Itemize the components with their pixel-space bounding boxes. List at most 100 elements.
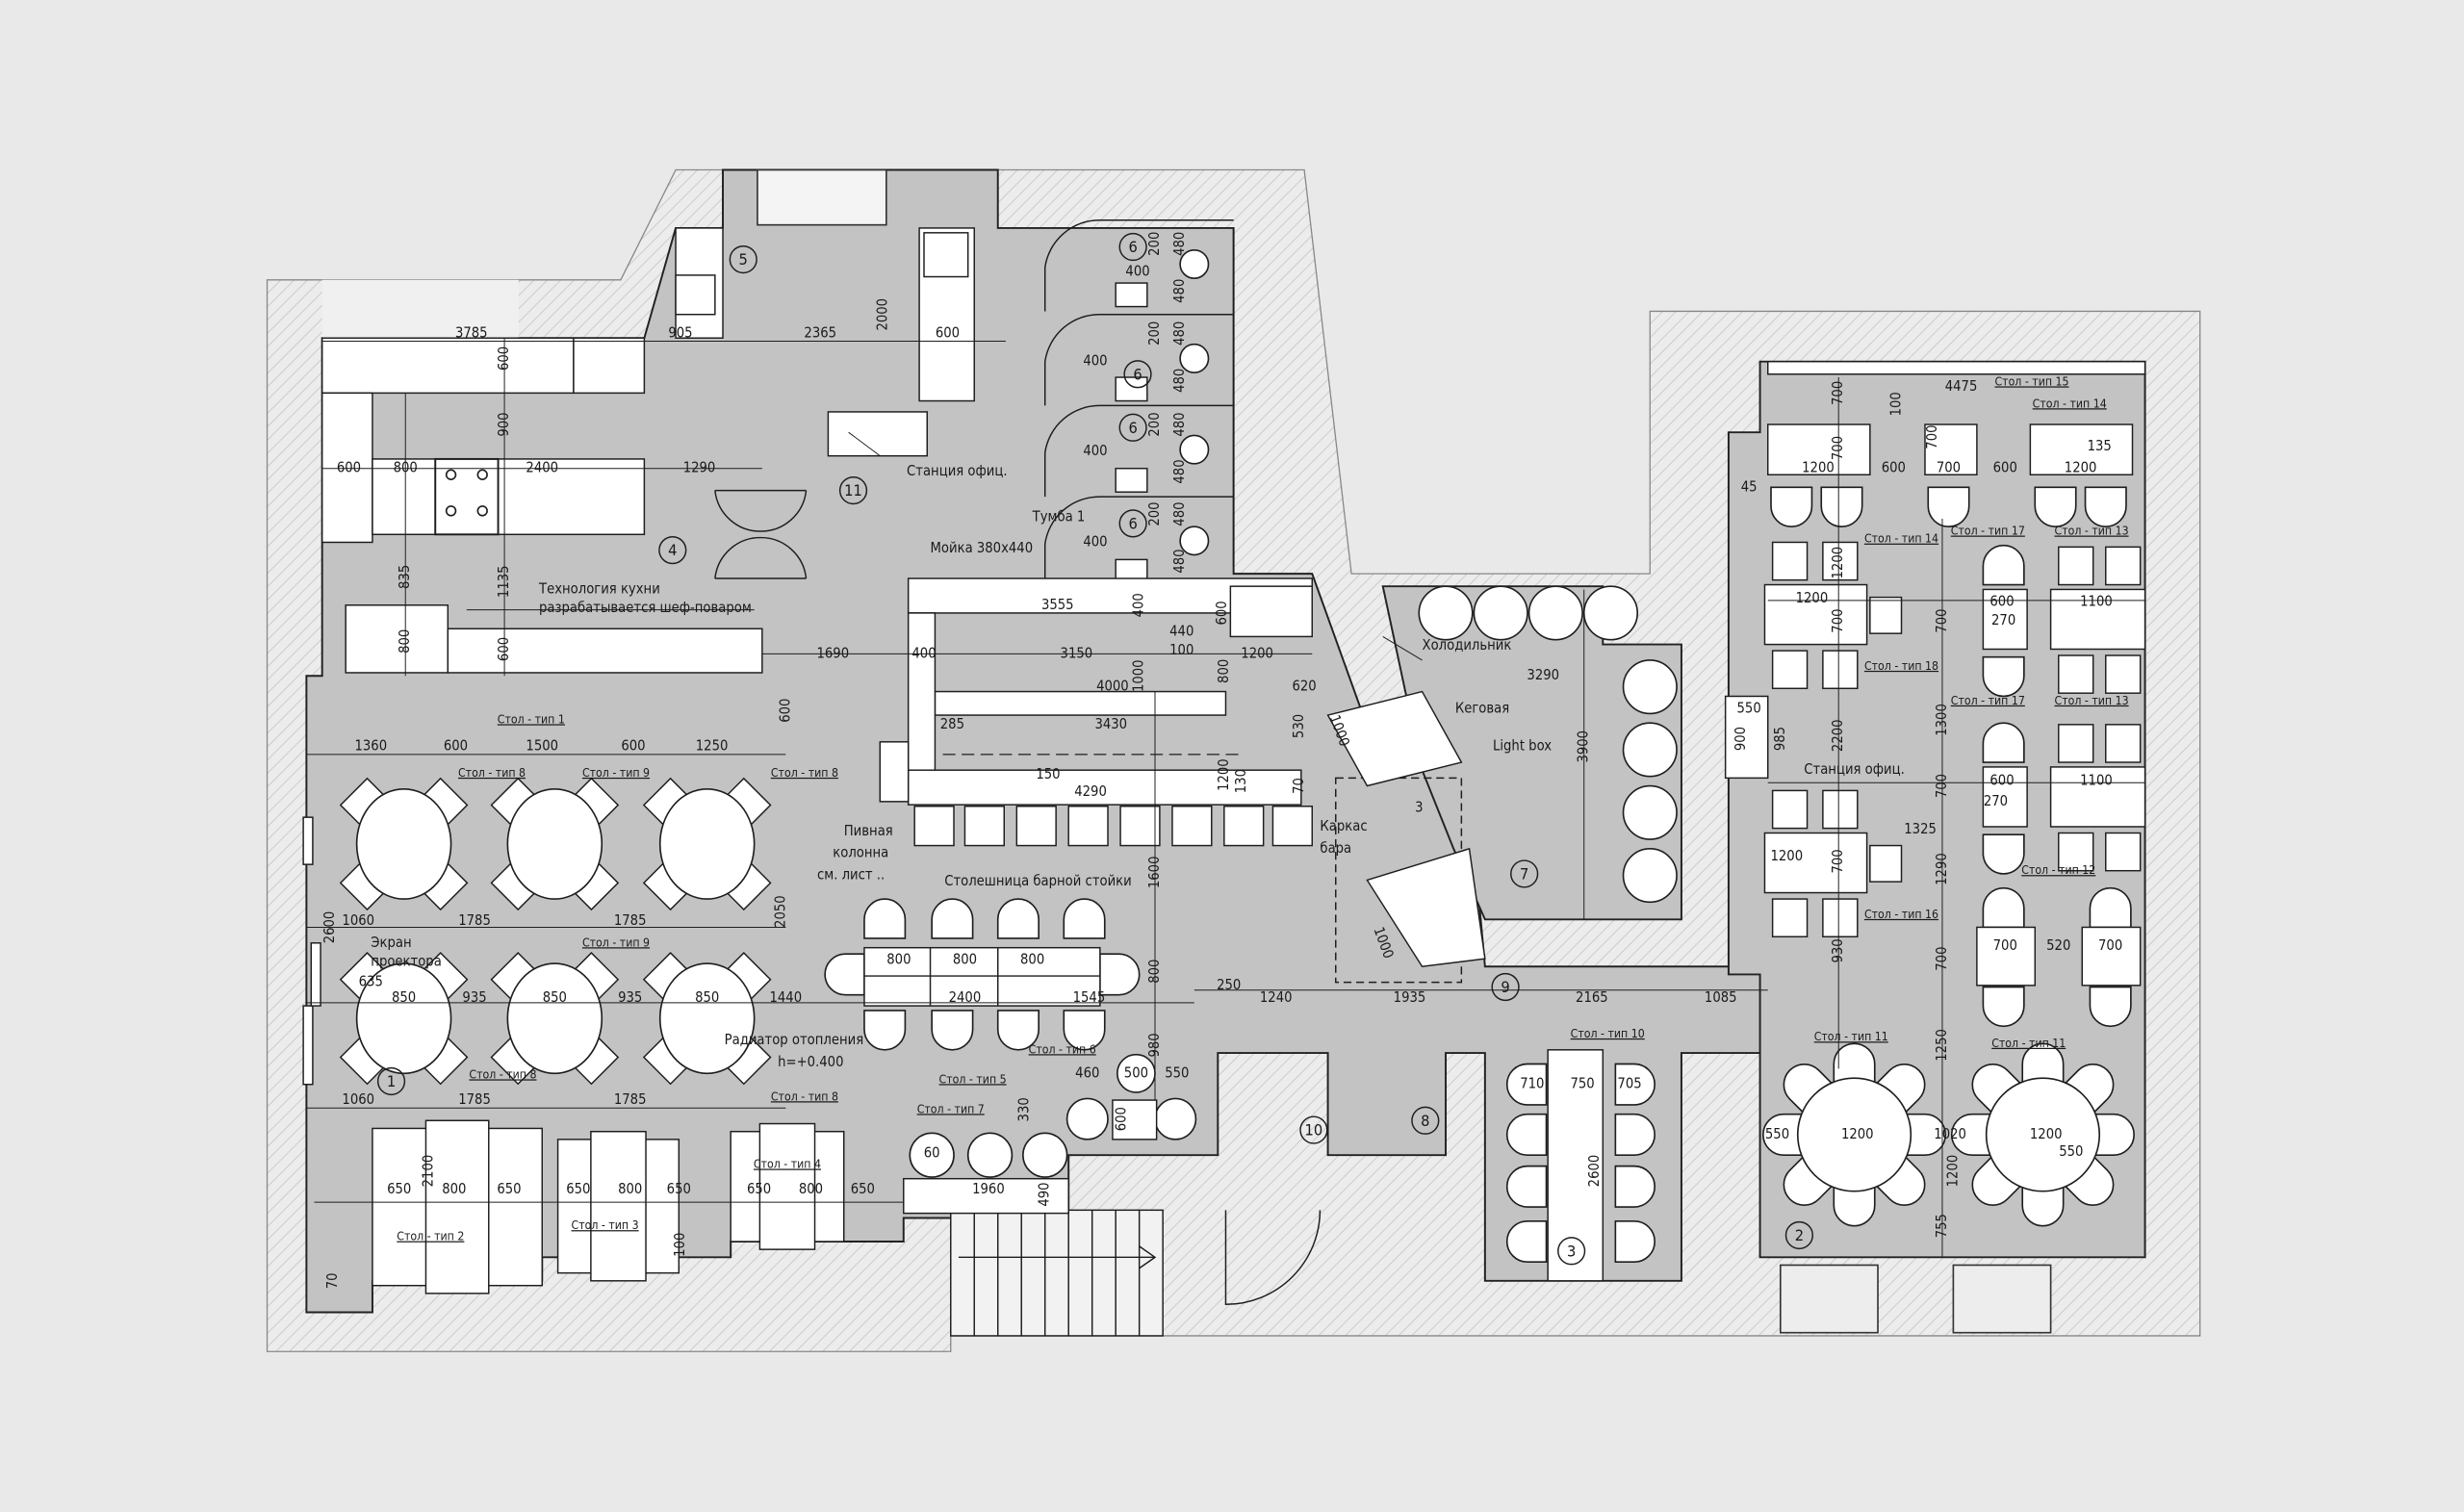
service-station-kitchen (827, 411, 928, 457)
arch-chair (931, 898, 974, 939)
room-number: 6 (1133, 365, 1142, 383)
note-kitchen-tech-2: разрабатывается шеф-поваром (539, 600, 752, 616)
long-table (863, 946, 1101, 1007)
keg-barrel (1622, 722, 1678, 778)
dimension-label: 700 (1934, 608, 1950, 632)
note-screen-1: Экран (371, 935, 411, 951)
table-type-label: Стол - тип 18 (1864, 659, 1938, 673)
table-type-label: Стол - тип 2 (397, 1230, 464, 1243)
dimension-label: 1960 (972, 1181, 1005, 1197)
dimension-label: 70 (1291, 778, 1307, 794)
dimension-label: 1250 (1934, 1029, 1950, 1062)
dimension-label: 500 (1124, 1064, 1148, 1081)
arch-chair (1982, 986, 2025, 1028)
dimension-label: 1290 (1934, 853, 1950, 885)
bar-counter-inner (934, 690, 1227, 716)
dimension-label: 4475 (1945, 378, 1978, 395)
chair-square (1869, 844, 1903, 883)
arch-chair (1063, 898, 1106, 939)
note-screen-2: проектора (371, 953, 442, 969)
dimension-label: 800 (953, 952, 977, 968)
dimension-label: 520 (2046, 937, 2070, 954)
keg-barrel (1473, 585, 1528, 641)
dimension-label: 600 (1989, 773, 2014, 789)
dimension-label: 700 (1830, 849, 1846, 873)
dimension-label: 2165 (1576, 989, 1608, 1006)
dimension-label: 530 (1291, 714, 1307, 738)
dimension-label: 1600 (1146, 857, 1163, 889)
table-type-label: Стол - тип 8 (771, 1089, 838, 1103)
arch-chair (1982, 833, 2025, 875)
room-number: 6 (1128, 238, 1137, 256)
table-type-label: Стол - тип 8 (469, 1067, 536, 1081)
arch-chair (1505, 1063, 1548, 1106)
arch-chair (1982, 544, 2025, 586)
dimension-label: 800 (886, 952, 911, 968)
burner-icon (445, 469, 457, 480)
bar-stool (1119, 806, 1161, 847)
table-type-14 (1763, 832, 1868, 894)
room-number: 5 (739, 250, 748, 269)
table-type-label: Стол - тип 10 (1571, 1027, 1645, 1040)
dimension-label: 650 (387, 1181, 411, 1197)
dimension-label: 480 (1171, 232, 1188, 256)
room-number: 3 (1567, 1242, 1576, 1260)
dimension-label: 3900 (1576, 730, 1592, 763)
arch-chair (2093, 1113, 2135, 1157)
dimension-label: 400 (1131, 593, 1147, 617)
dimension-label: 850 (543, 989, 567, 1006)
dimension-label: 1200 (2030, 1126, 2063, 1142)
table-type-label: Стол - тип 11 (1814, 1030, 1888, 1043)
table-type-label: Стол - тип 14 (1864, 532, 1938, 546)
chair-square (2058, 724, 2094, 763)
room-marker-circle (729, 244, 757, 274)
room-marker-circle (1299, 1115, 1328, 1144)
kitchen-counter-bottom-left (345, 604, 449, 674)
dimension-label: 800 (618, 1181, 642, 1197)
note-beer-3: см. лист .. (817, 867, 885, 884)
dimension-label: 800 (799, 1181, 823, 1197)
radiator (310, 942, 321, 1007)
dimension-label: 400 (911, 645, 936, 661)
dimension-label: 3785 (455, 324, 488, 341)
note-tumba: Тумба 1 (1032, 508, 1086, 525)
chair-square (1771, 789, 1809, 830)
toilet-cubicle-door (1043, 496, 1234, 588)
note-lightbox: Light box (1493, 738, 1552, 755)
room-marker-circle (1118, 509, 1147, 538)
table-type-label: Стол - тип 3 (572, 1218, 639, 1232)
dimension-label: 2365 (804, 324, 836, 341)
table-type-label: Стол - тип 8 (458, 766, 526, 780)
dimension-label: 3150 (1061, 645, 1093, 661)
dimension-label: 2400 (949, 989, 982, 1006)
table-type-label: Стол - тип 16 (1864, 908, 1938, 921)
dimension-label: 600 (936, 324, 960, 341)
arch-chair (2089, 986, 2132, 1028)
dimension-label: 700 (1993, 937, 2017, 954)
kitchen-counter-top (321, 337, 575, 395)
room-marker-circle (1118, 232, 1147, 262)
radiator (302, 1005, 314, 1086)
dimension-label: 600 (1214, 601, 1230, 625)
table-type-label: Стол - тип 8 (771, 766, 838, 780)
note-countertop: Столешница барной стойки (944, 873, 1132, 889)
small-round-table (1154, 1097, 1197, 1140)
table-type-label: Стол - тип 6 (1029, 1042, 1096, 1056)
dimension-label: 755 (1934, 1214, 1950, 1238)
dimension-label: 700 (1934, 947, 1950, 971)
dimension-label: 1200 (1796, 590, 1829, 606)
keg-barrel (1582, 585, 1639, 641)
dimension-label: 700 (1937, 460, 1961, 476)
dimension-label: 930 (1830, 938, 1846, 962)
dimension-label: 480 (1171, 459, 1188, 483)
dimension-label: 1240 (1260, 989, 1293, 1006)
arch-chair (1505, 1165, 1548, 1208)
room-number: 11 (844, 481, 862, 500)
room-number: 4 (668, 541, 677, 559)
kitchen-counter-left (321, 392, 373, 544)
dimension-label: 800 (1216, 659, 1232, 683)
arch-chair (1614, 1113, 1656, 1157)
chair-square (1822, 541, 1859, 581)
dimension-label: 800 (397, 629, 413, 653)
arch-chair (1614, 1063, 1656, 1106)
